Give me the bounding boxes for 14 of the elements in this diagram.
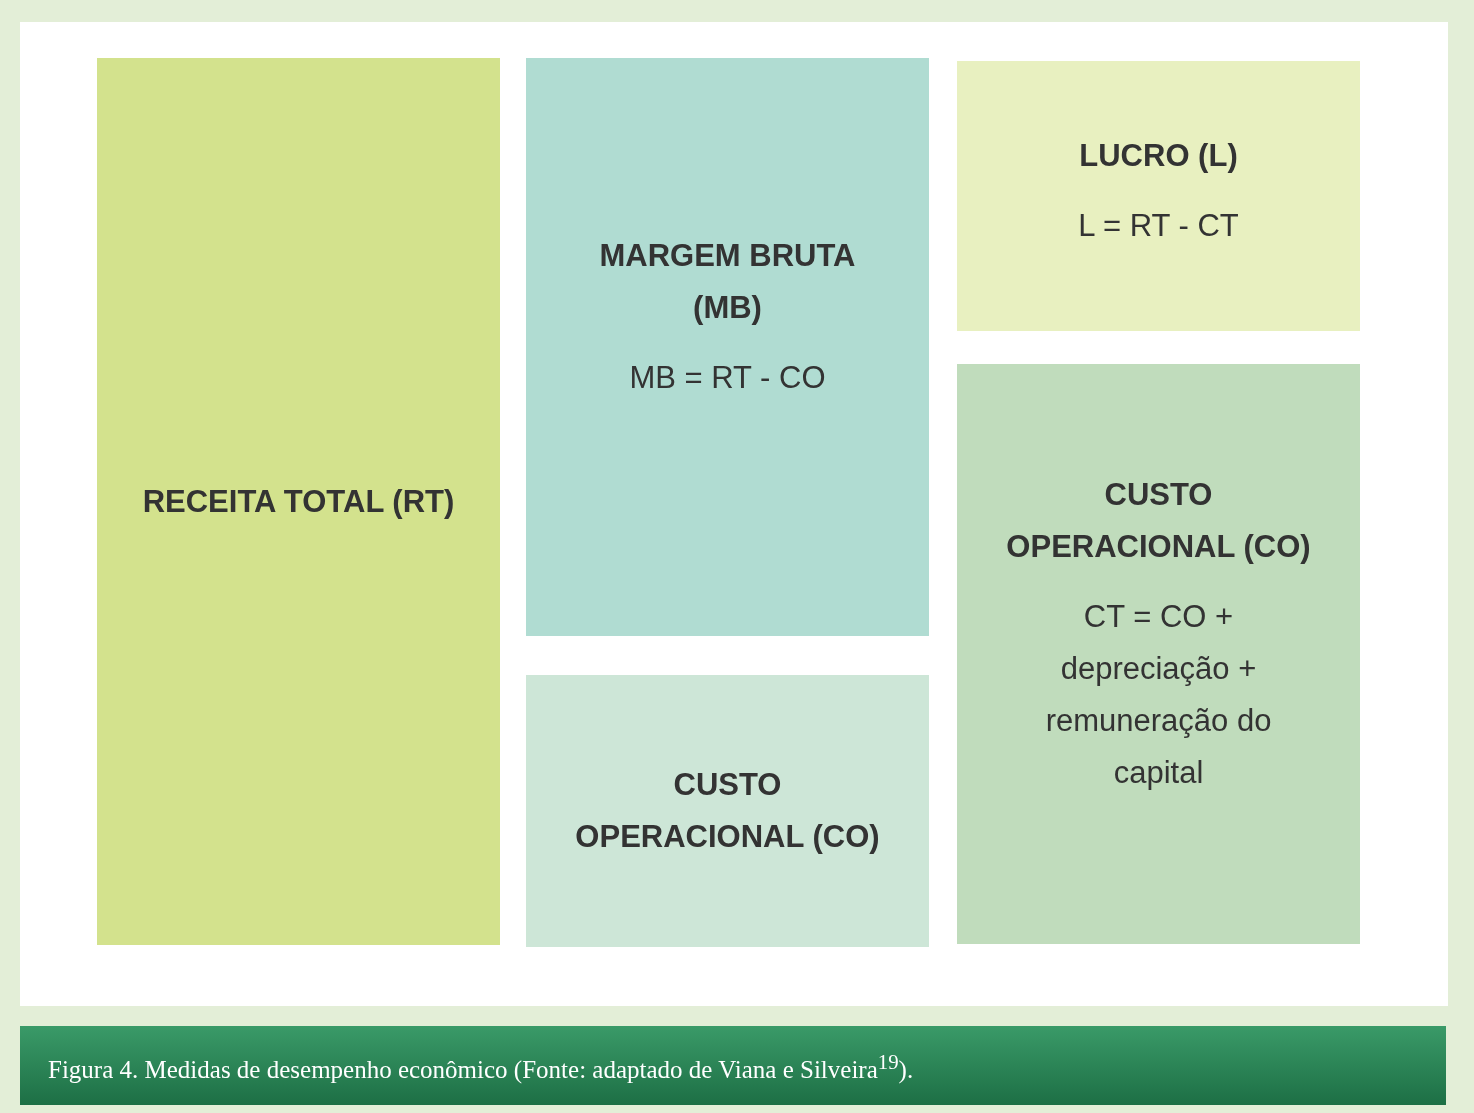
category-block (97, 58, 500, 945)
block-heading: CUSTO OPERACIONAL (CO) (574, 766, 881, 856)
category-block (957, 364, 1360, 944)
formula-text: CT = CO + depreciação + remuneração do capital (1044, 598, 1273, 792)
formula-text: L = RT - CT (1078, 207, 1239, 245)
caption: Figura 4. Medidas de desempenho econômico (Fonte: adaptado de Viana e Silveira$^{19}$). (48, 1050, 914, 1085)
block-heading: RECEITA TOTAL (RT) (142, 482, 455, 521)
category-block (526, 58, 929, 636)
category-block (526, 675, 929, 947)
formula-text: MB = RT - CO (629, 359, 826, 397)
category-block (957, 61, 1360, 331)
block-heading: LUCRO (L) (1079, 137, 1238, 175)
block-heading: MARGEM BRUTA (MB) (598, 237, 857, 327)
block-heading: CUSTO OPERACIONAL (CO) (1005, 476, 1312, 566)
